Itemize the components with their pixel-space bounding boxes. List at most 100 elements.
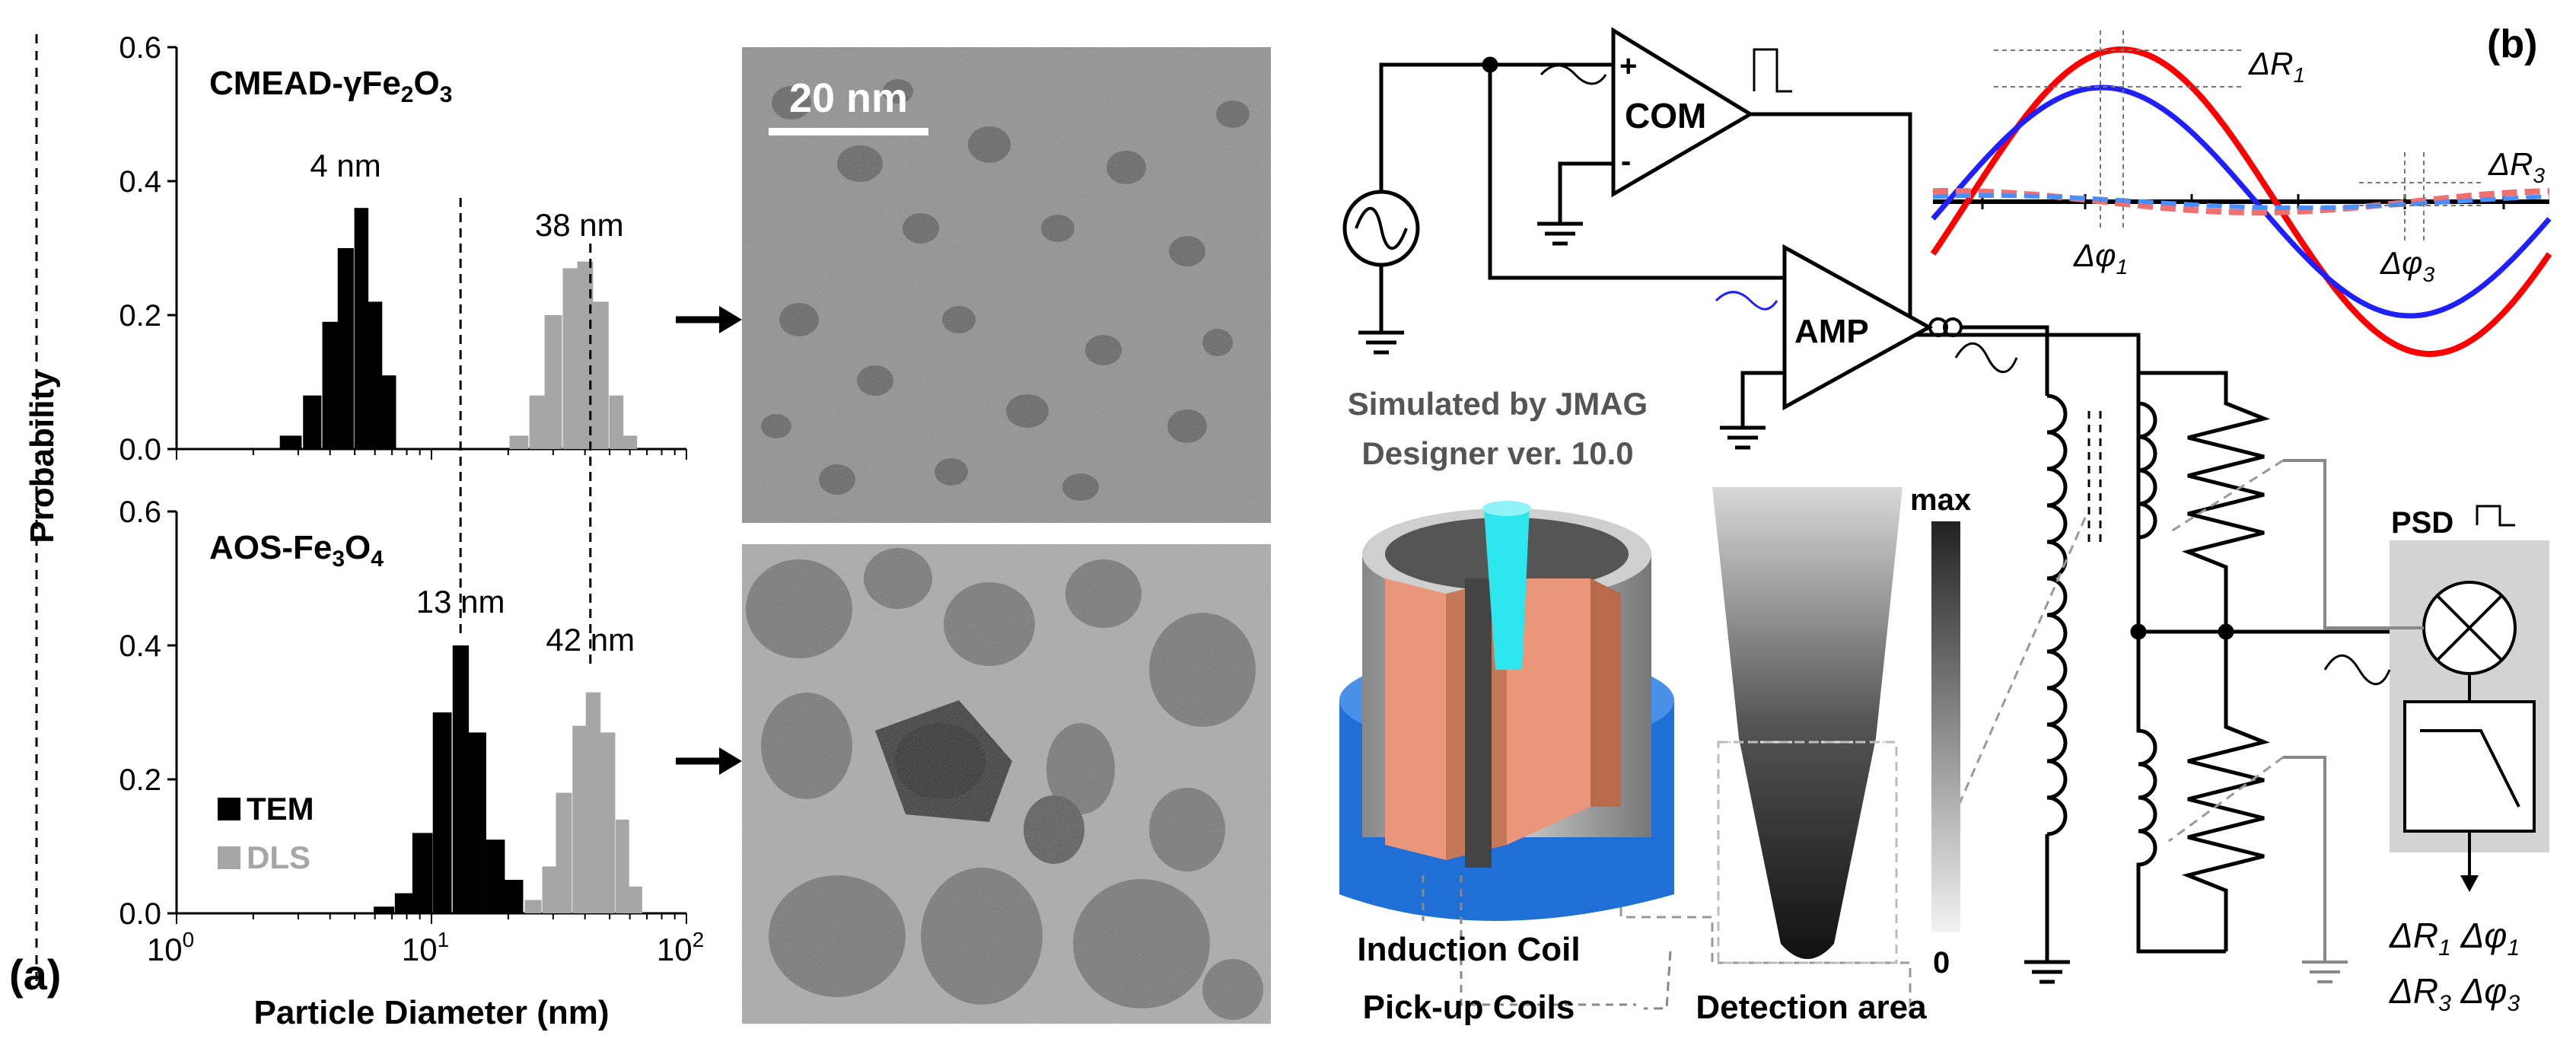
- tem-bar: [466, 732, 486, 913]
- sim-line-1: Simulated by JMAG: [1348, 386, 1648, 422]
- peak-label: 13 nm: [416, 584, 505, 620]
- tem-bar: [337, 248, 354, 449]
- dls-bar: [524, 900, 542, 913]
- model-leaders: [1422, 875, 1636, 1006]
- dls-bar: [592, 301, 609, 449]
- psd-label: PSD: [2391, 506, 2453, 540]
- dls-bar: [629, 886, 642, 913]
- dls-bar: [572, 725, 587, 913]
- square-wave-glyph: [1753, 48, 1792, 93]
- dls-bar: [562, 268, 578, 449]
- sim-line-2: Designer ver. 10.0: [1361, 435, 1633, 471]
- tem-bar: [374, 906, 395, 913]
- dls-bar: [529, 395, 546, 449]
- induction-coil-symbol: [2024, 393, 2070, 984]
- com-label: COM: [1625, 96, 1706, 135]
- output-3: ΔR3 Δφ3: [2389, 971, 2520, 1016]
- x-tick-label: 101: [402, 928, 449, 967]
- y-tick-label: 0.0: [119, 897, 161, 931]
- pickup-coils-label: Pick-up Coils: [1363, 989, 1575, 1026]
- output-1: ΔR1 Δφ1: [2389, 916, 2520, 961]
- sine-glyph: [1540, 64, 1607, 85]
- blue-sine-glyph: [1715, 291, 1778, 311]
- peak-label: 4 nm: [310, 148, 381, 183]
- tem-bar: [368, 301, 383, 449]
- amp-label: AMP: [1794, 313, 1869, 350]
- peak-label: 42 nm: [546, 622, 635, 658]
- com-comparator[interactable]: COM + -: [1611, 27, 1754, 198]
- pickup-coil-network: [2130, 371, 2271, 954]
- x-tick-label: 100: [147, 928, 194, 967]
- coil-3d-model: [1339, 501, 1674, 921]
- dls-bar: [544, 315, 562, 449]
- chart-bottom: 0.0 0.2 0.4 0.6 100 101 102 AOS-Fe3O4 13 nm 42 nm: [119, 495, 704, 967]
- scale-zero: 0: [1933, 946, 1950, 980]
- delta-phi1-label: Δφ1: [2073, 237, 2128, 279]
- com-minus: -: [1621, 145, 1631, 178]
- dls-bar: [585, 692, 601, 913]
- dls-bar: [556, 792, 572, 913]
- oscillator-source: [1342, 190, 1420, 355]
- tem-bar: [504, 880, 524, 913]
- dls-bar: [616, 819, 629, 913]
- legend-dls-label: DLS: [247, 840, 310, 875]
- x-tick-label: 102: [657, 928, 704, 967]
- tem-bar: [432, 712, 452, 913]
- arrow-to-top-image: [676, 306, 742, 333]
- tem-bar: [303, 395, 322, 449]
- x-axis-label: Particle Diameter (nm): [253, 994, 609, 1031]
- y-tick-label: 0.4: [119, 165, 161, 199]
- tem-bar: [354, 208, 369, 449]
- sense-wires: [2283, 459, 2424, 983]
- scale-bar: [769, 128, 928, 135]
- tem-bar: [486, 840, 505, 913]
- legend-tem-swatch: [218, 798, 240, 820]
- tem-image-bottom: [742, 544, 1271, 1024]
- y-tick-label: 0.6: [119, 31, 161, 65]
- legend-dls-swatch: [218, 846, 240, 869]
- dashed-pointers: [1619, 459, 2284, 1008]
- tem-bar: [452, 645, 470, 913]
- dls-bar: [600, 732, 616, 913]
- tem-bar: [381, 375, 396, 449]
- dls-bar: [542, 866, 557, 913]
- peak-label: 38 nm: [535, 207, 624, 243]
- intensity-scale: [1931, 521, 1960, 932]
- y-tick-label: 0.0: [119, 433, 161, 467]
- amp-amplifier[interactable]: AMP: [1782, 244, 1963, 411]
- panel-b: (b) COM + - AMP: [1339, 22, 2552, 1026]
- dls-bar: [577, 261, 594, 449]
- tem-bar: [394, 893, 414, 913]
- scale-bar-label: 20 nm: [789, 75, 908, 121]
- chart-title: AOS-Fe3O4: [209, 529, 384, 572]
- y-tick-label: 0.2: [119, 763, 161, 797]
- delta-r1-label: ΔR1: [2248, 46, 2305, 87]
- tem-bar: [279, 435, 302, 449]
- tem-bar: [322, 321, 339, 449]
- detection-tube: [1712, 487, 1903, 964]
- dls-bar: [623, 435, 638, 449]
- panel-a-label: (a): [9, 951, 61, 999]
- chart-title: CMEAD-γFe2O3: [209, 65, 452, 107]
- panel-b-label: (b): [2487, 22, 2537, 66]
- scale-max: max: [1910, 483, 1971, 517]
- legend-tem-label: TEM: [247, 791, 314, 827]
- y-axis-label: Probability: [24, 370, 61, 543]
- y-tick-label: 0.2: [119, 299, 161, 333]
- y-tick-label: 0.6: [119, 495, 161, 529]
- delta-phi3-label: Δφ3: [2380, 245, 2435, 286]
- y-tick-label: 0.4: [119, 629, 161, 663]
- delta-r3-label: ΔR3: [2488, 146, 2546, 187]
- tem-bar: [412, 833, 433, 913]
- arrow-to-bottom-image: [676, 747, 742, 775]
- dls-bar: [609, 395, 624, 449]
- detection-area-label: Detection area: [1696, 989, 1927, 1026]
- signal-waveforms: ΔR1 ΔR3 Δφ1 Δφ3: [1930, 30, 2552, 358]
- tem-image-top: 20 nm: [742, 47, 1271, 523]
- dls-bar: [509, 435, 529, 449]
- com-plus: +: [1619, 49, 1637, 83]
- induction-coil-label: Induction Coil: [1357, 931, 1580, 968]
